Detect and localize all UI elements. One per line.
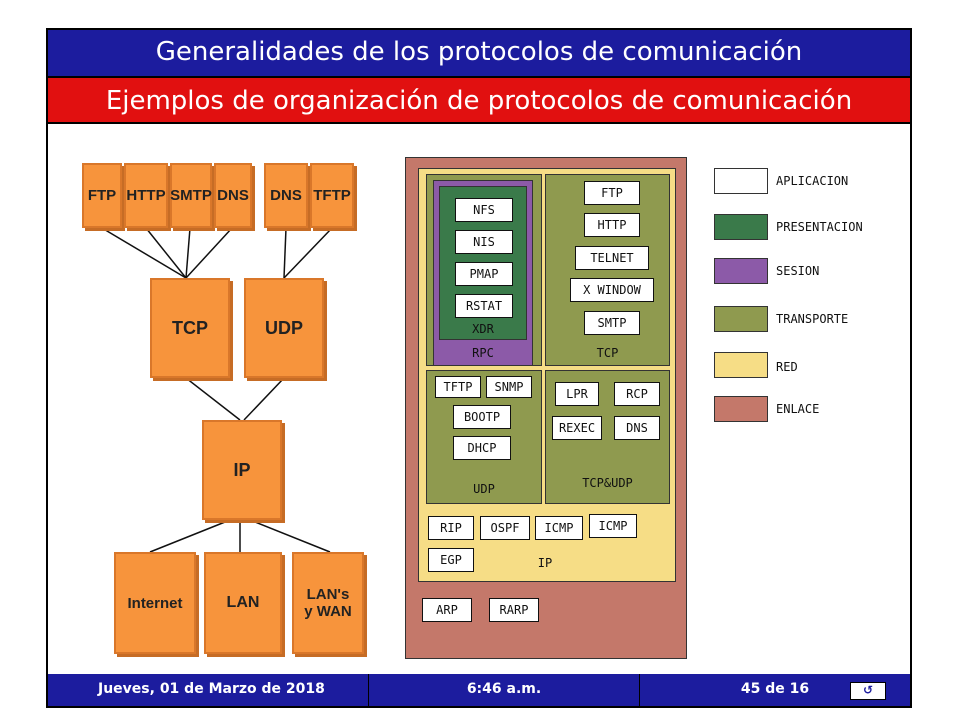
label-tcpudp: TCP&UDP xyxy=(582,476,633,490)
box-bootp: BOOTP xyxy=(453,405,511,429)
legend-label-enlace: ENLACE xyxy=(776,402,820,416)
box-icmp-2: ICMP xyxy=(589,514,637,538)
legend-label-presentacion: PRESENTACION xyxy=(776,220,863,234)
legend-swatch-enlace xyxy=(714,396,768,422)
box-smtp: SMTP xyxy=(584,311,640,335)
box-egp: EGP xyxy=(428,548,474,572)
legend-label-aplicacion: APLICACION xyxy=(776,174,849,188)
footer-page-cell: 45 de 16 ↺ xyxy=(640,674,910,706)
box-dhcp: DHCP xyxy=(453,436,511,460)
net-lan: LAN xyxy=(204,552,282,654)
label-tcp: TCP xyxy=(596,346,619,360)
slide-footer: Jueves, 01 de Marzo de 2018 6:46 a.m. 45… xyxy=(48,674,910,706)
transport-udp: UDP xyxy=(244,278,324,378)
box-ftp: FTP xyxy=(584,181,640,205)
box-rarp: RARP xyxy=(489,598,539,622)
box-tftp: TFTP xyxy=(435,376,481,398)
box-http: HTTP xyxy=(584,213,640,237)
protocol-tftp: TFTP xyxy=(310,163,354,228)
box-pmap: PMAP xyxy=(455,262,513,286)
footer-page: 45 de 16 xyxy=(740,681,810,697)
net-internet: Internet xyxy=(114,552,196,654)
box-rexec: REXEC xyxy=(552,416,602,440)
legend-swatch-sesion xyxy=(714,258,768,284)
legend-swatch-presentacion xyxy=(714,214,768,240)
box-nis: NIS xyxy=(455,230,513,254)
legend-swatch-red xyxy=(714,352,768,378)
transport-tcp: TCP xyxy=(150,278,230,378)
legend-swatch-aplicacion xyxy=(714,168,768,194)
footer-time: 6:46 a.m. xyxy=(369,674,640,706)
box-telnet: TELNET xyxy=(575,246,649,270)
footer-date: Jueves, 01 de Marzo de 2018 xyxy=(48,674,369,706)
box-nfs: NFS xyxy=(455,198,513,222)
box-rcp: RCP xyxy=(614,382,660,406)
return-icon[interactable]: ↺ xyxy=(850,682,886,700)
protocol-http: HTTP xyxy=(124,163,168,228)
net-lans-wan: LAN's y WAN xyxy=(292,552,364,654)
box-lpr: LPR xyxy=(555,382,599,406)
label-xdr: XDR xyxy=(472,322,494,336)
protocol-dns-udp: DNS xyxy=(264,163,308,228)
box-rip: RIP xyxy=(428,516,474,540)
legend-swatch-transporte xyxy=(714,306,768,332)
label-ip: IP xyxy=(537,556,553,570)
box-snmp: SNMP xyxy=(486,376,532,398)
slide-subtitle: Ejemplos de organización de protocolos d… xyxy=(48,76,910,124)
label-udp: UDP xyxy=(473,482,495,496)
legend-label-red: RED xyxy=(776,360,798,374)
slide-title: Generalidades de los protocolos de comun… xyxy=(48,30,910,76)
network-ip: IP xyxy=(202,420,282,520)
box-dns: DNS xyxy=(614,416,660,440)
legend-label-transporte: TRANSPORTE xyxy=(776,312,849,326)
box-xwindow: X WINDOW xyxy=(570,278,654,302)
protocol-ftp: FTP xyxy=(82,163,122,228)
label-rpc: RPC xyxy=(472,346,494,360)
protocol-dns: DNS xyxy=(214,163,252,228)
box-ospf: OSPF xyxy=(480,516,530,540)
box-rstat: RSTAT xyxy=(455,294,513,318)
legend-label-sesion: SESION xyxy=(776,264,820,278)
box-arp: ARP xyxy=(422,598,472,622)
protocol-smtp: SMTP xyxy=(170,163,212,228)
box-icmp: ICMP xyxy=(535,516,583,540)
